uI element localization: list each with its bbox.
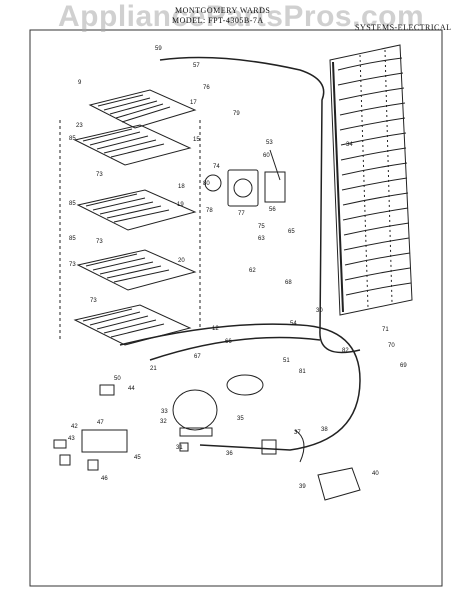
- condenser-coil: [329, 44, 413, 316]
- callout-54: 54: [290, 321, 297, 327]
- callout-31: 31: [176, 445, 183, 451]
- callout-85: 85: [69, 236, 76, 242]
- watermark: AppliancePartsPros.com: [58, 0, 425, 33]
- callout-73: 73: [69, 262, 76, 268]
- callout-23: 23: [76, 123, 83, 129]
- callout-68: 68: [285, 280, 292, 286]
- callout-32: 32: [160, 419, 167, 425]
- callout-34: 34: [346, 142, 353, 148]
- callout-30: 30: [316, 308, 323, 314]
- callout-63: 63: [258, 236, 265, 242]
- callout-73: 73: [96, 172, 103, 178]
- part-callouts: 59 57 76 9 17 23 79 15 85 73 53 60 74 80 34 18 77 78 19 56 7…: [68, 46, 407, 490]
- section-label: SYSTEMS-ELECTRICAL: [355, 23, 452, 32]
- callout-67: 67: [194, 354, 201, 360]
- callout-42: 42: [71, 424, 78, 430]
- callout-65: 65: [288, 229, 295, 235]
- fan-motor-assembly: [204, 149, 286, 207]
- callout-44: 44: [128, 386, 135, 392]
- callout-82: 82: [342, 348, 349, 354]
- callout-56: 56: [269, 207, 276, 213]
- drain-pan: [261, 429, 361, 501]
- callout-15: 15: [193, 137, 200, 143]
- refrigerant-tubing: [119, 56, 361, 451]
- callout-74: 74: [213, 164, 220, 170]
- callout-36: 36: [226, 451, 233, 457]
- callout-38: 38: [321, 427, 328, 433]
- callout-18: 18: [178, 184, 185, 190]
- model-label: MODEL: FPT-4305B-7A: [172, 16, 264, 25]
- wire-shelf-stack: [59, 89, 201, 346]
- callout-77: 77: [238, 211, 245, 217]
- callout-50: 50: [114, 376, 121, 382]
- callout-79: 79: [233, 111, 240, 117]
- callout-81: 81: [299, 369, 306, 375]
- callout-21: 21: [150, 366, 157, 372]
- callout-39: 39: [299, 484, 306, 490]
- callout-20: 20: [178, 258, 185, 264]
- callout-33: 33: [161, 409, 168, 415]
- callout-9: 9: [78, 80, 82, 86]
- compressor: [172, 374, 264, 437]
- callout-35: 35: [237, 416, 244, 422]
- callout-66: 66: [225, 339, 232, 345]
- callout-47: 47: [97, 420, 104, 426]
- callout-75: 75: [258, 224, 265, 230]
- callout-46: 46: [101, 476, 108, 482]
- callout-45: 45: [134, 455, 141, 461]
- callout-12: 12: [212, 326, 219, 332]
- terminal-block: [53, 384, 189, 471]
- callout-71: 71: [382, 327, 389, 333]
- callout-37: 37: [294, 430, 301, 436]
- callout-80: 80: [203, 181, 210, 187]
- callout-73: 73: [90, 298, 97, 304]
- brand-label: MONTGOMERY WARDS: [175, 6, 271, 15]
- callout-85: 85: [69, 136, 76, 142]
- callout-17: 17: [190, 100, 197, 106]
- callout-70: 70: [388, 343, 395, 349]
- callout-19: 19: [177, 202, 184, 208]
- callout-76: 76: [203, 85, 210, 91]
- callout-73: 73: [96, 239, 103, 245]
- callout-62: 62: [249, 268, 256, 274]
- callout-60: 60: [263, 153, 270, 159]
- callout-57: 57: [193, 63, 200, 69]
- callout-43: 43: [68, 436, 75, 442]
- callout-40: 40: [372, 471, 379, 477]
- callout-78: 78: [206, 208, 213, 214]
- callout-53: 53: [266, 140, 273, 146]
- diagram-frame: [29, 29, 443, 587]
- callout-59: 59: [155, 46, 162, 52]
- callout-51: 51: [283, 358, 290, 364]
- callout-69: 69: [400, 363, 407, 369]
- callout-85: 85: [69, 201, 76, 207]
